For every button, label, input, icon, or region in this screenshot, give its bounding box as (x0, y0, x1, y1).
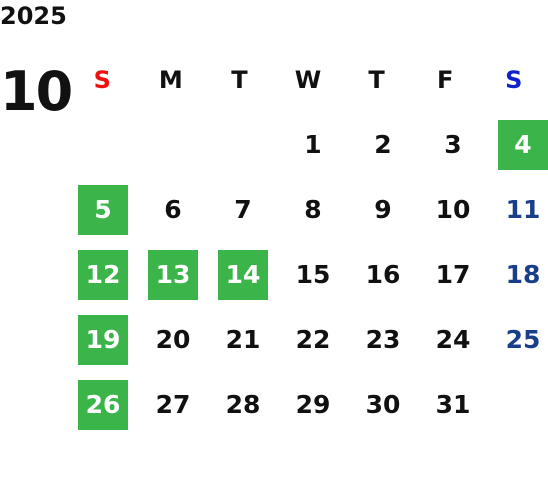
day-28[interactable]: 28 (225, 390, 261, 419)
day-cell: 8 (278, 177, 348, 242)
day-highlighted-26[interactable]: 26 (78, 379, 128, 430)
day-21[interactable]: 21 (225, 325, 261, 354)
empty-day-cell (208, 112, 278, 177)
day-cell: 12 (68, 242, 138, 307)
day-7[interactable]: 7 (234, 195, 252, 224)
day-23[interactable]: 23 (365, 325, 401, 354)
day-29[interactable]: 29 (295, 390, 331, 419)
month-label: 10 (0, 60, 73, 123)
day-cell: 29 (278, 372, 348, 437)
weekday-header-saturday: S (505, 66, 523, 94)
day-11[interactable]: 11 (505, 195, 541, 224)
day-6[interactable]: 6 (164, 195, 182, 224)
day-cell: 15 (278, 242, 348, 307)
day-10[interactable]: 10 (435, 195, 471, 224)
day-3[interactable]: 3 (444, 130, 462, 159)
day-18[interactable]: 18 (505, 260, 541, 289)
day-cell: 30 (348, 372, 418, 437)
day-cell: 23 (348, 307, 418, 372)
weekday-header-thursday: T (368, 66, 385, 94)
day-cell: 19 (68, 307, 138, 372)
day-cell: 10 (418, 177, 488, 242)
weekday-header-wednesday: W (294, 66, 322, 94)
day-cell: 16 (348, 242, 418, 307)
day-20[interactable]: 20 (155, 325, 191, 354)
day-cell: 14 (208, 242, 278, 307)
day-cell: 3 (418, 112, 488, 177)
day-highlighted-4[interactable]: 4 (498, 119, 548, 170)
day-9[interactable]: 9 (374, 195, 392, 224)
weekday-header-tuesday: T (231, 66, 248, 94)
year-label: 2025 (0, 2, 67, 30)
empty-day-cell (68, 112, 138, 177)
day-highlighted-14[interactable]: 14 (218, 249, 268, 300)
weekday-header-row: S M T W T F S (68, 48, 548, 112)
day-24[interactable]: 24 (435, 325, 471, 354)
empty-day-cell (138, 112, 208, 177)
day-cell: 4 (488, 112, 548, 177)
day-cell: 17 (418, 242, 488, 307)
day-cell: 21 (208, 307, 278, 372)
day-cell: 27 (138, 372, 208, 437)
weekday-header-friday: F (436, 66, 454, 94)
day-cell: 11 (488, 177, 548, 242)
day-highlighted-19[interactable]: 19 (78, 314, 128, 365)
day-cell: 22 (278, 307, 348, 372)
day-17[interactable]: 17 (435, 260, 471, 289)
day-cell: 28 (208, 372, 278, 437)
day-cell: 5 (68, 177, 138, 242)
day-cell: 9 (348, 177, 418, 242)
day-cell: 18 (488, 242, 548, 307)
day-1[interactable]: 1 (304, 130, 322, 159)
day-25[interactable]: 25 (505, 325, 541, 354)
day-cell: 6 (138, 177, 208, 242)
day-cell: 25 (488, 307, 548, 372)
weekday-header-sunday: S (93, 66, 111, 94)
day-cell: 24 (418, 307, 488, 372)
day-30[interactable]: 30 (365, 390, 401, 419)
day-27[interactable]: 27 (155, 390, 191, 419)
day-cell: 20 (138, 307, 208, 372)
day-31[interactable]: 31 (435, 390, 471, 419)
day-highlighted-12[interactable]: 12 (78, 249, 128, 300)
day-cell: 2 (348, 112, 418, 177)
day-highlighted-5[interactable]: 5 (78, 184, 128, 235)
day-16[interactable]: 16 (365, 260, 401, 289)
weekday-header-monday: M (158, 66, 183, 94)
day-22[interactable]: 22 (295, 325, 331, 354)
day-cell: 7 (208, 177, 278, 242)
day-2[interactable]: 2 (374, 130, 392, 159)
day-8[interactable]: 8 (304, 195, 322, 224)
day-highlighted-13[interactable]: 13 (148, 249, 198, 300)
day-15[interactable]: 15 (295, 260, 331, 289)
day-cell: 1 (278, 112, 348, 177)
day-cell: 13 (138, 242, 208, 307)
day-cell: 31 (418, 372, 488, 437)
day-cell: 26 (68, 372, 138, 437)
